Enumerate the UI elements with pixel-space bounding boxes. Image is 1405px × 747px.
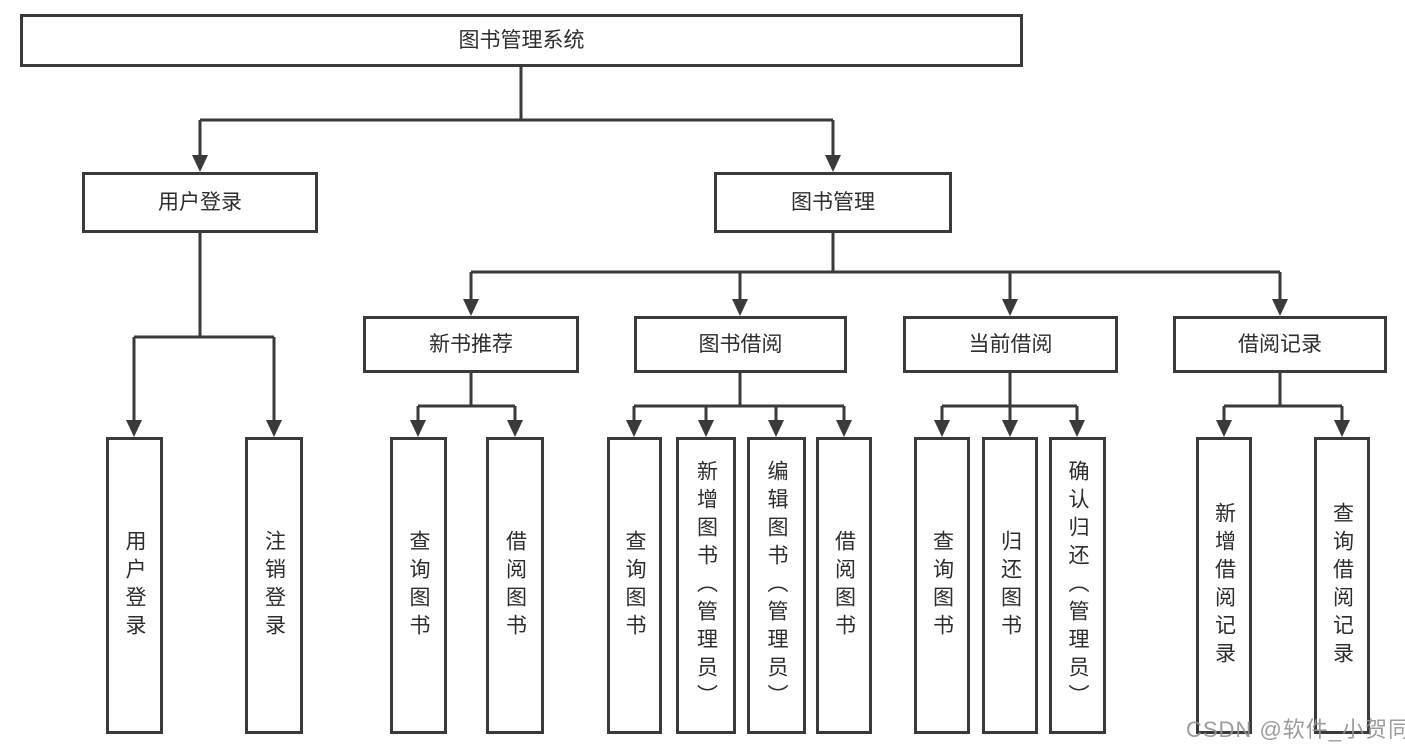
node-borrow-records-label: 借阅记录 [1238,333,1322,356]
leaf-confirm-return-admin: 确认归还（管理员） [1049,437,1106,734]
leaf-recommend-borrow-books: 借阅图书 [486,437,544,734]
node-book-management-label: 图书管理 [791,191,875,214]
node-borrow-records: 借阅记录 [1173,316,1387,373]
leaf-borrow-books: 借阅图书 [816,437,872,734]
leaf-logout-label: 注销登录 [262,529,286,642]
node-book-borrow: 图书借阅 [634,316,847,373]
node-new-book-recommend: 新书推荐 [363,316,579,373]
leaf-recommend-borrow-books-label: 借阅图书 [503,529,527,642]
leaf-add-books-admin: 新增图书（管理员） [676,437,736,734]
node-user-login-label: 用户登录 [158,191,242,214]
leaf-edit-books-admin-label: 编辑图书（管理员） [765,459,788,712]
leaf-borrow-query-books: 查询图书 [607,437,662,734]
leaf-logout: 注销登录 [245,437,303,734]
leaf-add-borrow-record-label: 新增借阅记录 [1212,501,1236,670]
node-book-management: 图书管理 [714,172,952,233]
csdn-watermark: CSDN @软件_小贺同学 [1186,717,1405,742]
leaf-edit-books-admin: 编辑图书（管理员） [747,437,806,734]
node-new-book-recommend-label: 新书推荐 [429,333,513,356]
node-root-library-system: 图书管理系统 [20,14,1023,67]
arrowheads [126,155,1350,437]
node-current-borrow-label: 当前借阅 [968,333,1053,356]
leaf-recommend-query-books: 查询图书 [390,437,447,734]
node-user-login: 用户登录 [82,172,318,233]
leaf-user-login: 用户登录 [106,437,163,734]
node-current-borrow: 当前借阅 [903,316,1118,373]
leaf-query-borrow-record: 查询借阅记录 [1314,437,1370,734]
leaf-add-books-admin-label: 新增图书（管理员） [694,459,718,712]
node-book-borrow-label: 图书借阅 [698,333,783,356]
leaf-current-query-books-label: 查询图书 [930,529,954,642]
leaf-recommend-query-books-label: 查询图书 [407,529,430,642]
leaf-user-login-label: 用户登录 [123,529,146,642]
leaf-return-books: 归还图书 [982,437,1038,734]
leaf-current-query-books: 查询图书 [914,437,970,734]
leaf-confirm-return-admin-label: 确认归还（管理员） [1066,459,1089,712]
leaf-query-borrow-record-label: 查询借阅记录 [1330,501,1354,670]
leaf-borrow-books-label: 借阅图书 [832,529,856,642]
leaf-borrow-query-books-label: 查询图书 [623,529,646,642]
node-root-label: 图书管理系统 [458,29,585,52]
leaf-add-borrow-record: 新增借阅记录 [1196,437,1252,734]
leaf-return-books-label: 归还图书 [998,529,1022,642]
